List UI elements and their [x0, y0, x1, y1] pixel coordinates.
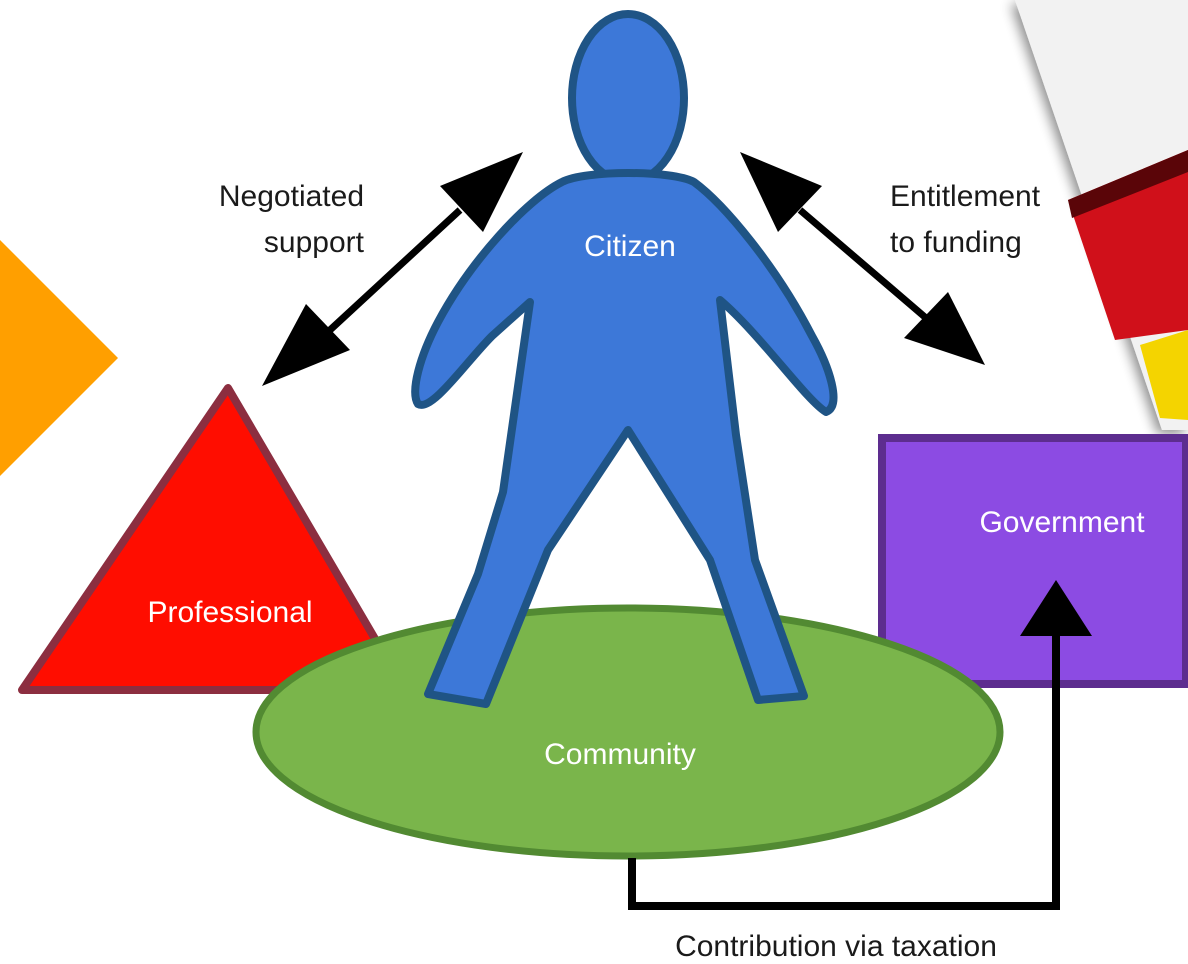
- background-picture-sheet: [1015, 0, 1188, 430]
- arrowhead-up: [1020, 580, 1092, 636]
- professional-label: Professional: [147, 596, 312, 629]
- citizen-figure: [411, 10, 838, 708]
- arrowhead-up-left: [740, 152, 822, 232]
- negotiated-support-label-line2: support: [264, 226, 365, 259]
- entitlement-funding-label-line2: to funding: [890, 226, 1022, 259]
- government-rectangle: [878, 434, 1188, 688]
- taxation-label: Contribution via taxation: [675, 930, 997, 963]
- community-label: Community: [544, 738, 696, 771]
- community-ellipse: [252, 604, 1004, 860]
- negotiated-support-arrow: [262, 152, 523, 386]
- negotiated-support-label-line1: Negotiated: [219, 180, 364, 213]
- entitlement-funding-label-line1: Entitlement: [890, 180, 1041, 213]
- yellow-picture-area: [1140, 330, 1188, 420]
- professional-triangle: [18, 384, 409, 694]
- orange-diamond-shape: [0, 240, 118, 476]
- entitlement-funding-arrow: [740, 152, 985, 365]
- arrowhead-down-left: [262, 304, 350, 386]
- taxation-arrow: [628, 580, 1092, 910]
- citizen-body: [411, 169, 838, 708]
- citizen-head: [568, 10, 688, 186]
- arrowhead-up-right: [440, 152, 523, 232]
- arrowhead-down-right: [904, 292, 985, 365]
- government-label: Government: [979, 506, 1145, 539]
- citizen-label: Citizen: [584, 230, 676, 263]
